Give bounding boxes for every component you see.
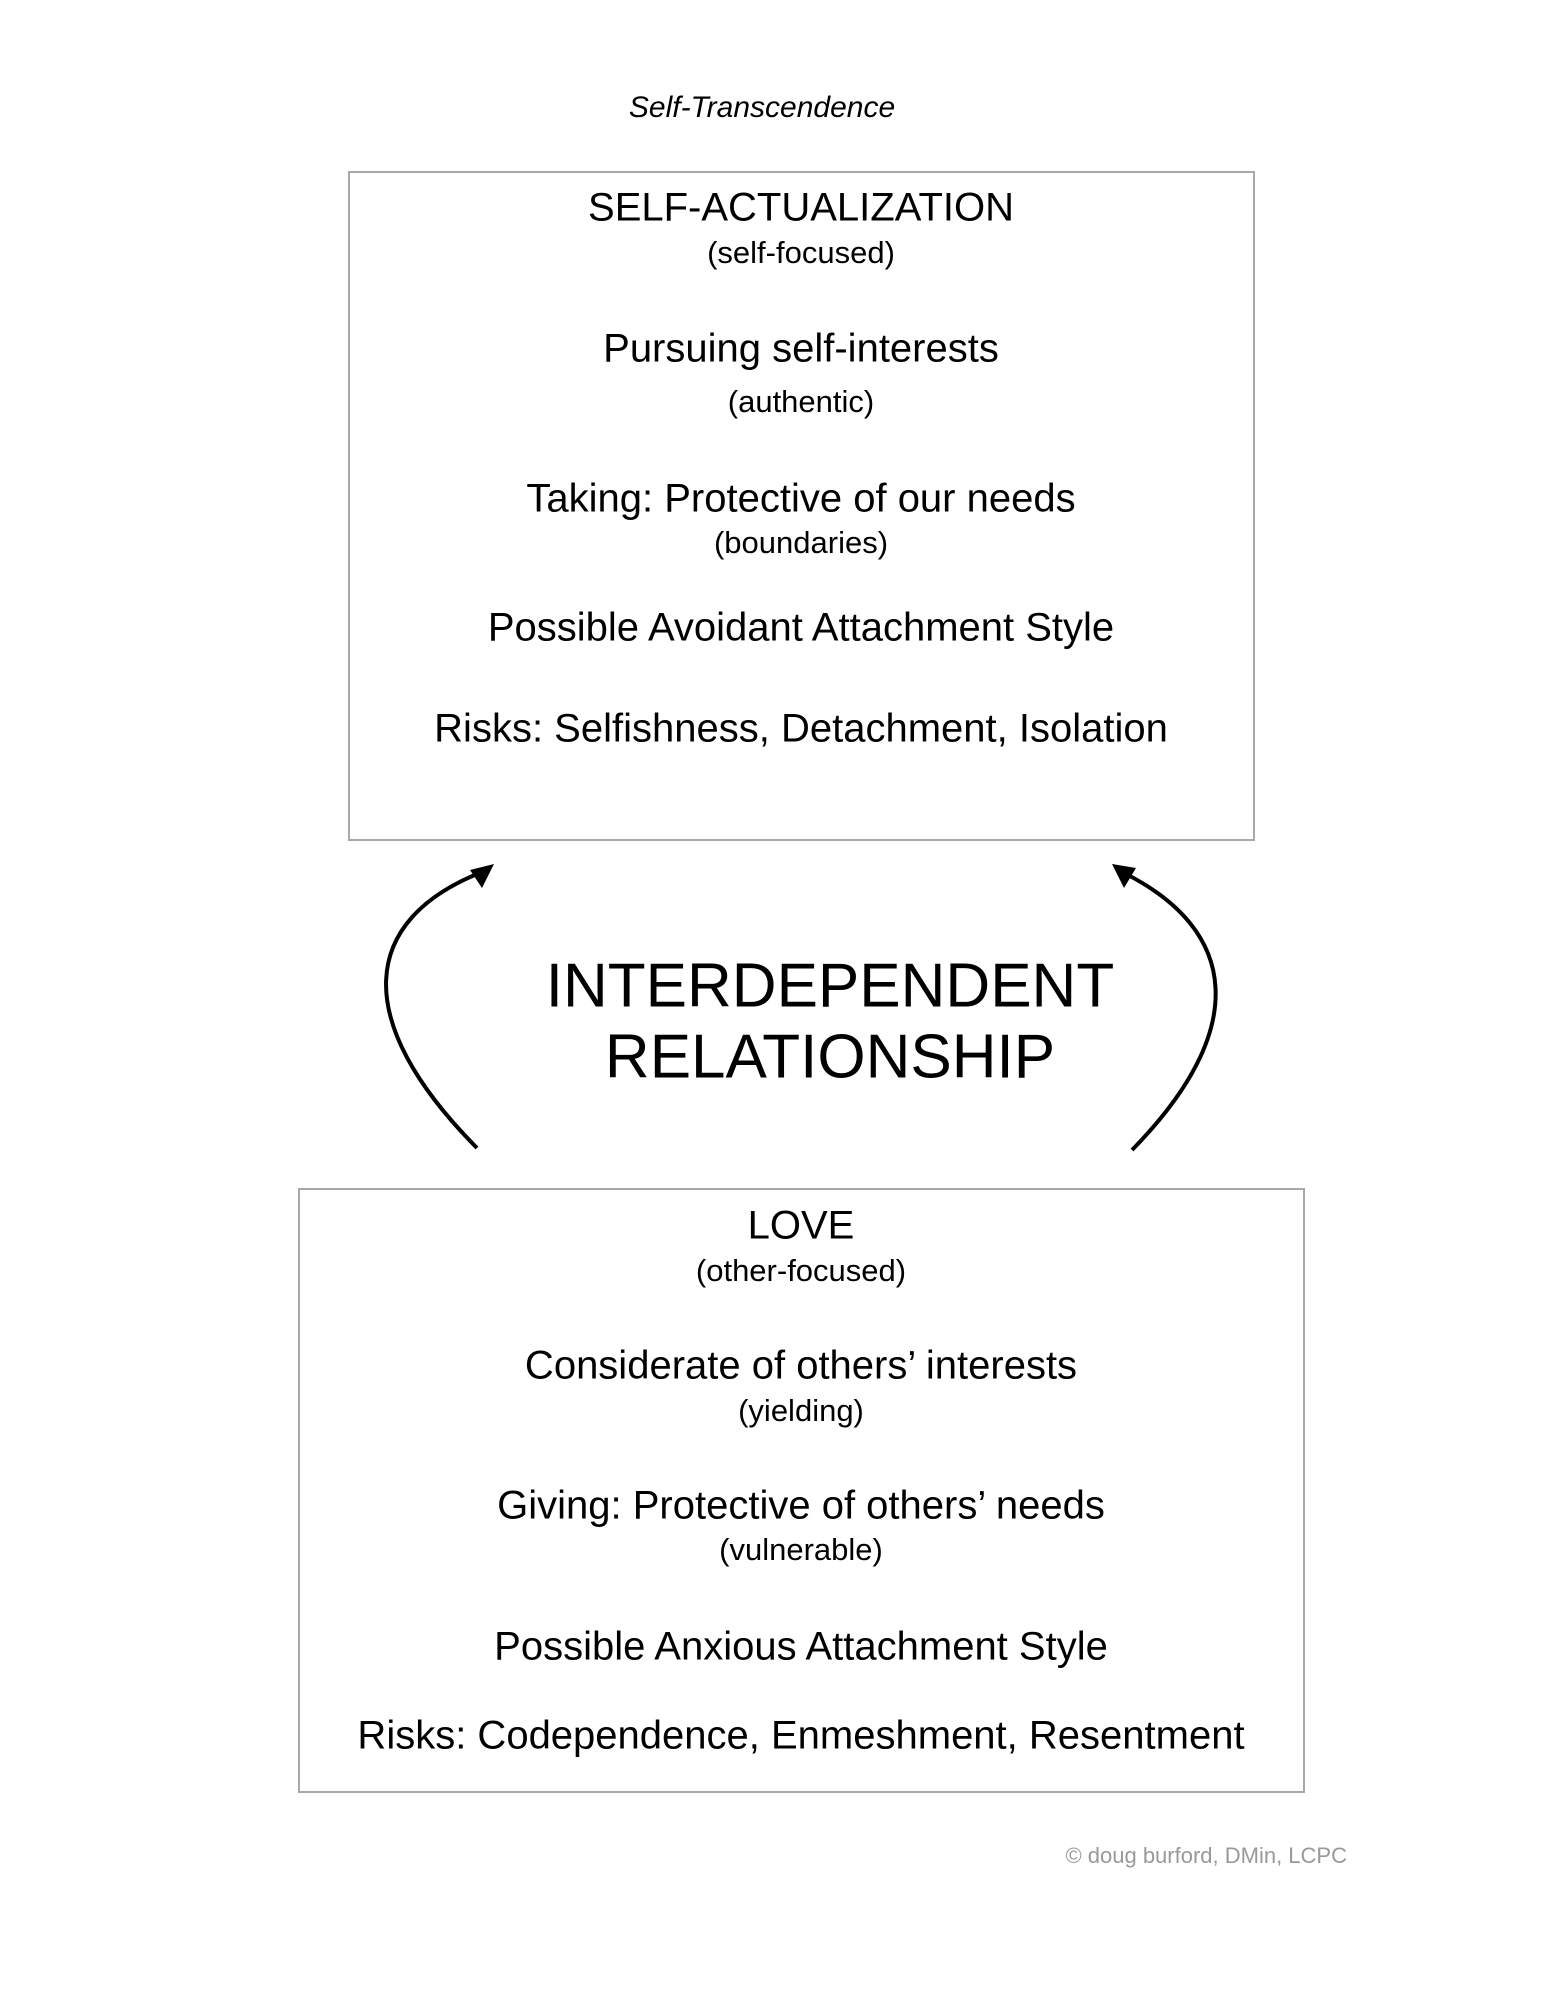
self-actualization-line2-note: (boundaries) (713, 525, 889, 560)
left-curved-arrow-icon (384, 870, 483, 1150)
love-heading: LOVE (747, 1203, 855, 1248)
love-line3: Possible Anxious Attachment Style (494, 1624, 1108, 1669)
love-box (298, 1188, 1305, 1793)
right-curved-arrow-icon (1121, 870, 1218, 1152)
relationship-label: RELATIONSHIP (604, 1022, 1056, 1092)
self-actualization-heading: SELF-ACTUALIZATION (588, 185, 1014, 230)
left-arrowhead-icon (470, 864, 494, 888)
love-subheading: (other-focused) (695, 1253, 907, 1288)
copyright-notice: © doug burford, DMin, LCPC (1065, 1843, 1347, 1868)
love-line1-note: (yielding) (738, 1393, 864, 1428)
self-actualization-line1-note: (authentic) (727, 384, 875, 419)
love-line2-note: (vulnerable) (719, 1532, 883, 1567)
self-actualization-line1: Pursuing self-interests (603, 326, 999, 371)
love-line4: Risks: Codependence, Enmeshment, Resentm… (357, 1713, 1245, 1758)
self-actualization-subheading: (self-focused) (707, 235, 895, 270)
self-actualization-line4: Risks: Selfishness, Detachment, Isolatio… (434, 706, 1168, 751)
self-actualization-line2: Taking: Protective of our needs (526, 476, 1076, 521)
love-line1: Considerate of others’ interests (524, 1343, 1078, 1388)
interdependent-label: INTERDEPENDENT (545, 951, 1115, 1021)
love-line2: Giving: Protective of others’ needs (497, 1483, 1105, 1528)
right-arrowhead-icon (1112, 864, 1136, 888)
diagram-title: Self-Transcendence (628, 91, 896, 124)
self-actualization-box (348, 171, 1255, 841)
self-actualization-line3: Possible Avoidant Attachment Style (487, 605, 1115, 650)
